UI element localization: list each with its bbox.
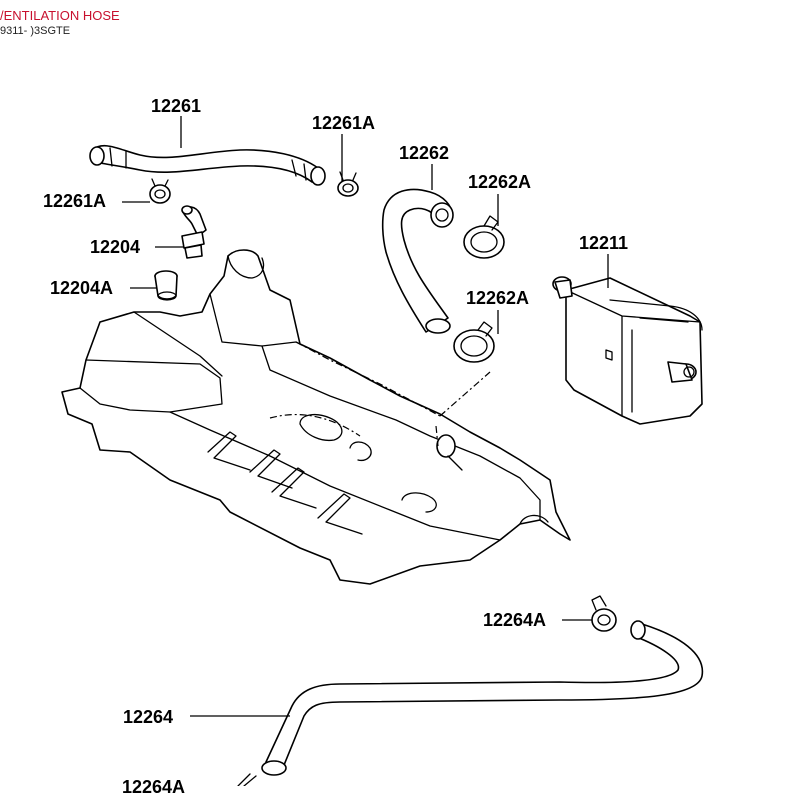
clamp-12261a-top[interactable]	[337, 171, 359, 197]
page-subtitle: 9311- )3SGTE	[0, 25, 71, 37]
callout-12262a-top: 12262A	[468, 172, 532, 192]
callout-12204: 12204	[90, 237, 141, 257]
callout-12204a: 12204A	[50, 278, 114, 298]
hose-12261[interactable]	[89, 145, 326, 186]
callout-12261a-left: 12261A	[43, 191, 107, 211]
callout-12211: 12211	[579, 233, 629, 253]
pcv-valve-12204[interactable]	[181, 205, 207, 259]
clamp-12262a-top[interactable]	[463, 215, 505, 259]
grommet-12204a[interactable]	[154, 270, 178, 301]
clamp-12264a[interactable]	[591, 595, 617, 632]
callout-12261a-top: 12261A	[312, 113, 376, 133]
cylinder-head-cover[interactable]	[61, 249, 571, 585]
callout-12264: 12264	[123, 707, 174, 727]
hose-12262[interactable]	[381, 188, 454, 334]
clamp-12261a-left[interactable]	[149, 178, 171, 204]
separator-12211[interactable]	[552, 276, 703, 425]
callout-12264a: 12264A	[483, 610, 547, 630]
callout-12262a-lower: 12262A	[466, 288, 530, 308]
callout-12264a-bottom: 12264A	[122, 777, 186, 797]
clamp-12262a-lower[interactable]	[453, 321, 495, 363]
clamp-12264a-bottom[interactable]	[237, 773, 257, 786]
callout-12262: 12262	[399, 143, 450, 163]
hose-12264[interactable]	[261, 620, 704, 776]
callout-12261: 12261	[151, 96, 202, 116]
leader-lines	[122, 116, 609, 717]
page-title: /ENTILATION HOSE	[0, 8, 120, 23]
